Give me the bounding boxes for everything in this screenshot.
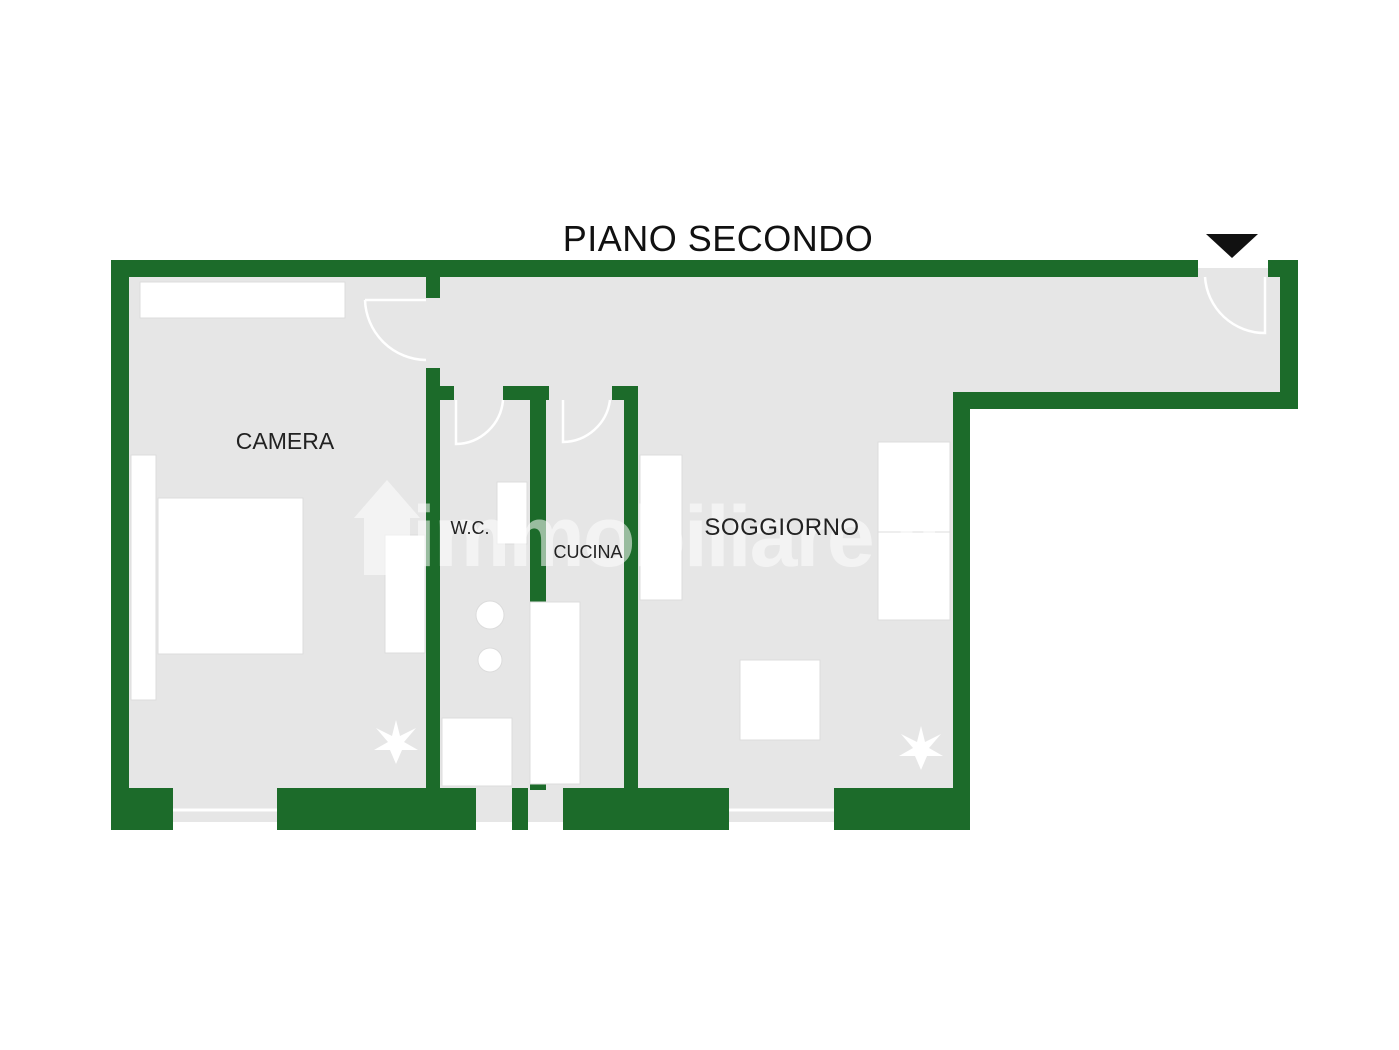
sofa — [639, 454, 683, 601]
plants — [374, 720, 943, 770]
bottom-wall-1 — [111, 788, 173, 830]
partition-camera-wc-lower — [426, 368, 440, 790]
doors — [363, 276, 1267, 446]
wc-top-wall — [426, 386, 454, 400]
soggiorno-right-wall — [953, 392, 970, 830]
floor-area — [120, 268, 1290, 822]
wc-door — [454, 399, 505, 446]
cucina-door — [561, 399, 612, 444]
left-wall — [111, 260, 129, 830]
furniture — [130, 281, 951, 787]
room-label-soggiorno: SOGGIORNO — [704, 514, 860, 541]
cabinet-top — [877, 441, 951, 533]
right-wall-upper — [1280, 260, 1298, 409]
dining-table — [739, 659, 821, 741]
bed-side-left — [130, 454, 157, 701]
cabinet-bottom — [877, 531, 951, 621]
wardrobe — [139, 281, 346, 319]
wc-sink — [496, 481, 528, 545]
room-label-camera: CAMERA — [235, 428, 335, 454]
partition-camera-wc — [426, 260, 440, 298]
bottom-wall-2 — [277, 788, 476, 830]
camera-door — [363, 298, 427, 362]
walls — [111, 260, 1298, 830]
bottom-wall-5 — [834, 788, 970, 830]
corridor-bottom-wall — [953, 392, 1298, 409]
entrance-arrow-icon — [1206, 234, 1258, 258]
bottom-wall-3 — [512, 788, 528, 830]
wc-toilet — [475, 600, 505, 630]
watermark-text: immobiliare.it — [412, 489, 945, 585]
wc-bidet — [477, 647, 503, 673]
wc-shower — [441, 717, 513, 787]
partition-cucina-soggiorno — [624, 386, 638, 790]
watermark: immobiliare.it — [352, 470, 1052, 600]
plant-icon — [374, 720, 418, 764]
kitchen-counter — [529, 601, 581, 785]
plan-title: PIANO SECONDO — [562, 218, 874, 259]
entrance-door — [1203, 276, 1267, 335]
house-logo-icon — [354, 480, 420, 575]
top-wall — [111, 260, 1198, 277]
room-label-wc: W.C. — [450, 518, 490, 538]
bed — [157, 497, 304, 655]
bottom-wall-4 — [563, 788, 729, 830]
plant-icon — [899, 726, 943, 770]
room-label-cucina: CUCINA — [553, 542, 623, 562]
